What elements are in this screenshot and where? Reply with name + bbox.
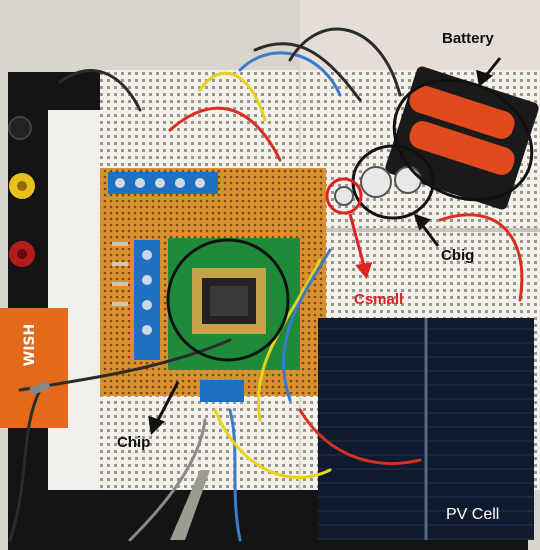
chip-label: Chip [117,434,151,451]
battery-label: Battery [442,30,494,47]
small-capacitor [334,186,354,206]
pv-cell-label: PV Cell [446,506,500,523]
black-terminal [8,116,32,140]
chip-highlight-circle [166,238,290,362]
battery-highlight-ellipse [392,78,534,202]
cbig-label: Cbig [441,247,475,264]
svg-text:WISH: WISH [22,324,38,366]
csmall-highlight-circle [325,177,363,215]
big-capacitor [360,166,392,198]
csmall-label: Csmall [354,291,404,308]
